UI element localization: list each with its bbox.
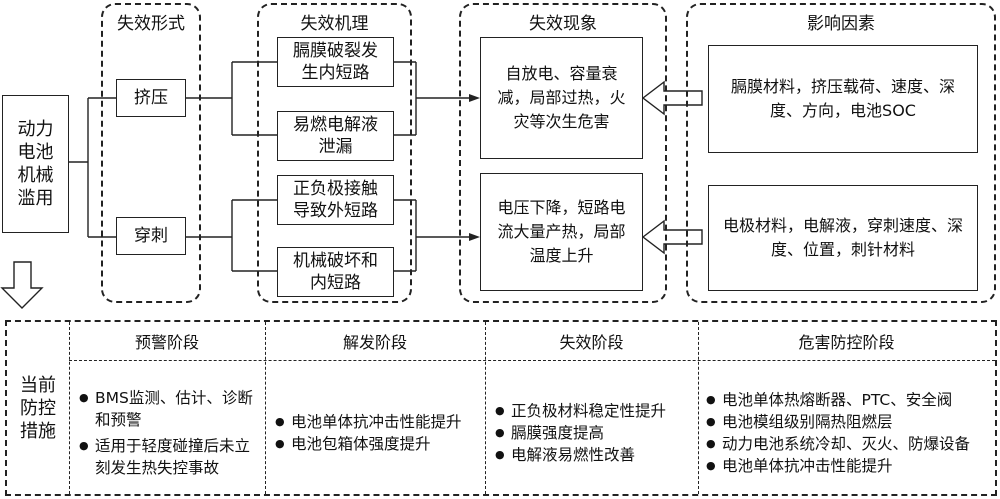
measures-label-text: 当前防控措施 — [20, 374, 56, 442]
failure-phenomenon-title: 失效现象 — [529, 14, 597, 34]
measures-label: 当前防控措施 — [7, 322, 69, 494]
phase-hazard-list: 电池单体热熔断器、PTC、安全阀 电池模组级别隔热阻燃层 动力电池系统冷却、灭火… — [706, 389, 970, 477]
failure-mechanism-title: 失效机理 — [300, 14, 369, 34]
factors-squeeze-text: 膈膜材料，挤压载荷、速度、深度、方向，电池SOC — [730, 77, 955, 120]
phase-failure-content: 正负极材料稳定性提升 膈膜强度提高 电解液易燃性改善 — [495, 374, 695, 492]
phenomenon-voltage-drop: 电压下降，短路电流大量产热，局部温度上升 — [480, 173, 643, 291]
failure-form-title: 失效形式 — [117, 14, 185, 34]
phase-warning-list: BMS监测、估计、诊断和预警 适用于轻度碰撞后未立刻发生热失控事故 — [79, 387, 261, 479]
measures-divider-1 — [265, 322, 266, 494]
list-item: 正负极材料稳定性提升 — [495, 400, 666, 422]
mechanism-electrolyte-leak: 易燃电解液泄漏 — [277, 111, 394, 161]
hollow-arrow-left-1 — [641, 80, 703, 116]
start-box: 动力电池机械滥用 — [2, 95, 69, 233]
phenomenon-self-discharge: 自放电、容量衰减，局部过热，火灾等次生危害 — [480, 37, 643, 159]
mechanism-external-short-text: 正负极接触导致外短路 — [293, 179, 378, 221]
list-item: 适用于轻度碰撞后未立刻发生热失控事故 — [79, 435, 261, 479]
phase-trigger-title: 解发阶段 — [342, 333, 407, 352]
phenomenon-self-discharge-text: 自放电、容量衰减，局部过热，火灾等次生危害 — [497, 64, 626, 131]
phase-failure-list: 正负极材料稳定性提升 膈膜强度提高 电解液易燃性改善 — [495, 400, 666, 466]
list-item: 膈膜强度提高 — [495, 422, 666, 444]
factors-column: 影响因素 — [686, 3, 996, 303]
mechanism-separator-rupture: 膈膜破裂发生内短路 — [277, 37, 394, 87]
hollow-arrow-down — [0, 261, 44, 309]
measures-table: 当前防控措施 预警阶段 解发阶段 失效阶段 危害防控阶段 BMS监测、估计、诊断… — [5, 320, 997, 496]
arrowhead-1 — [469, 94, 480, 102]
mechanism-external-short: 正负极接触导致外短路 — [277, 175, 394, 225]
phase-failure-title: 失效阶段 — [559, 333, 624, 352]
phase-trigger-content: 电池单体抗冲击性能提升 电池包箱体强度提升 — [275, 374, 483, 492]
measures-divider-left — [69, 322, 70, 494]
list-item: BMS监测、估计、诊断和预警 — [79, 387, 261, 431]
hollow-arrow-left-2 — [641, 219, 703, 255]
mechanism-electrolyte-leak-text: 易燃电解液泄漏 — [293, 115, 378, 157]
start-label: 动力电池机械滥用 — [17, 119, 54, 209]
factors-puncture-text: 电极材料，电解液，穿刺速度、深度、位置，刺针材料 — [723, 216, 964, 259]
arrowhead-2 — [469, 233, 480, 241]
failure-form-column: 失效形式 — [101, 3, 201, 303]
list-item: 电池单体抗冲击性能提升 — [706, 455, 970, 477]
form-puncture: 穿刺 — [116, 217, 186, 255]
mechanism-separator-rupture-text: 膈膜破裂发生内短路 — [293, 41, 378, 83]
failure-phenomenon-column: 失效现象 — [459, 3, 667, 303]
phase-trigger-list: 电池单体抗冲击性能提升 电池包箱体强度提升 — [275, 411, 462, 455]
phase-hazard-content: 电池单体热熔断器、PTC、安全阀 电池模组级别隔热阻燃层 动力电池系统冷却、灭火… — [706, 374, 996, 492]
mechanism-mechanical-damage-text: 机械破坏和内短路 — [293, 251, 378, 293]
factors-puncture: 电极材料，电解液，穿刺速度、深度、位置，刺针材料 — [708, 185, 978, 291]
phenomenon-voltage-drop-text: 电压下降，短路电流大量产热，局部温度上升 — [497, 198, 626, 265]
phase-warning-content: BMS监测、估计、诊断和预警 适用于轻度碰撞后未立刻发生热失控事故 — [79, 374, 261, 492]
phase-hazard-title: 危害防控阶段 — [798, 333, 895, 352]
measures-header-divider — [69, 360, 995, 361]
measures-divider-3 — [698, 322, 699, 494]
factors-squeeze: 膈膜材料，挤压载荷、速度、深度、方向，电池SOC — [708, 45, 978, 153]
form-squeeze: 挤压 — [116, 79, 186, 117]
measures-divider-2 — [485, 322, 486, 494]
list-item: 电解液易燃性改善 — [495, 444, 666, 466]
list-item: 电池单体热熔断器、PTC、安全阀 — [706, 389, 970, 411]
list-item: 电池模组级别隔热阻燃层 — [706, 411, 970, 433]
phase-warning-title: 预警阶段 — [134, 333, 199, 352]
list-item: 动力电池系统冷却、灭火、防爆设备 — [706, 433, 970, 455]
factors-title: 影响因素 — [807, 14, 875, 34]
failure-mechanism-column: 失效机理 — [257, 3, 412, 303]
mechanism-mechanical-damage: 机械破坏和内短路 — [277, 247, 394, 297]
list-item: 电池单体抗冲击性能提升 — [275, 411, 462, 433]
list-item: 电池包箱体强度提升 — [275, 433, 462, 455]
